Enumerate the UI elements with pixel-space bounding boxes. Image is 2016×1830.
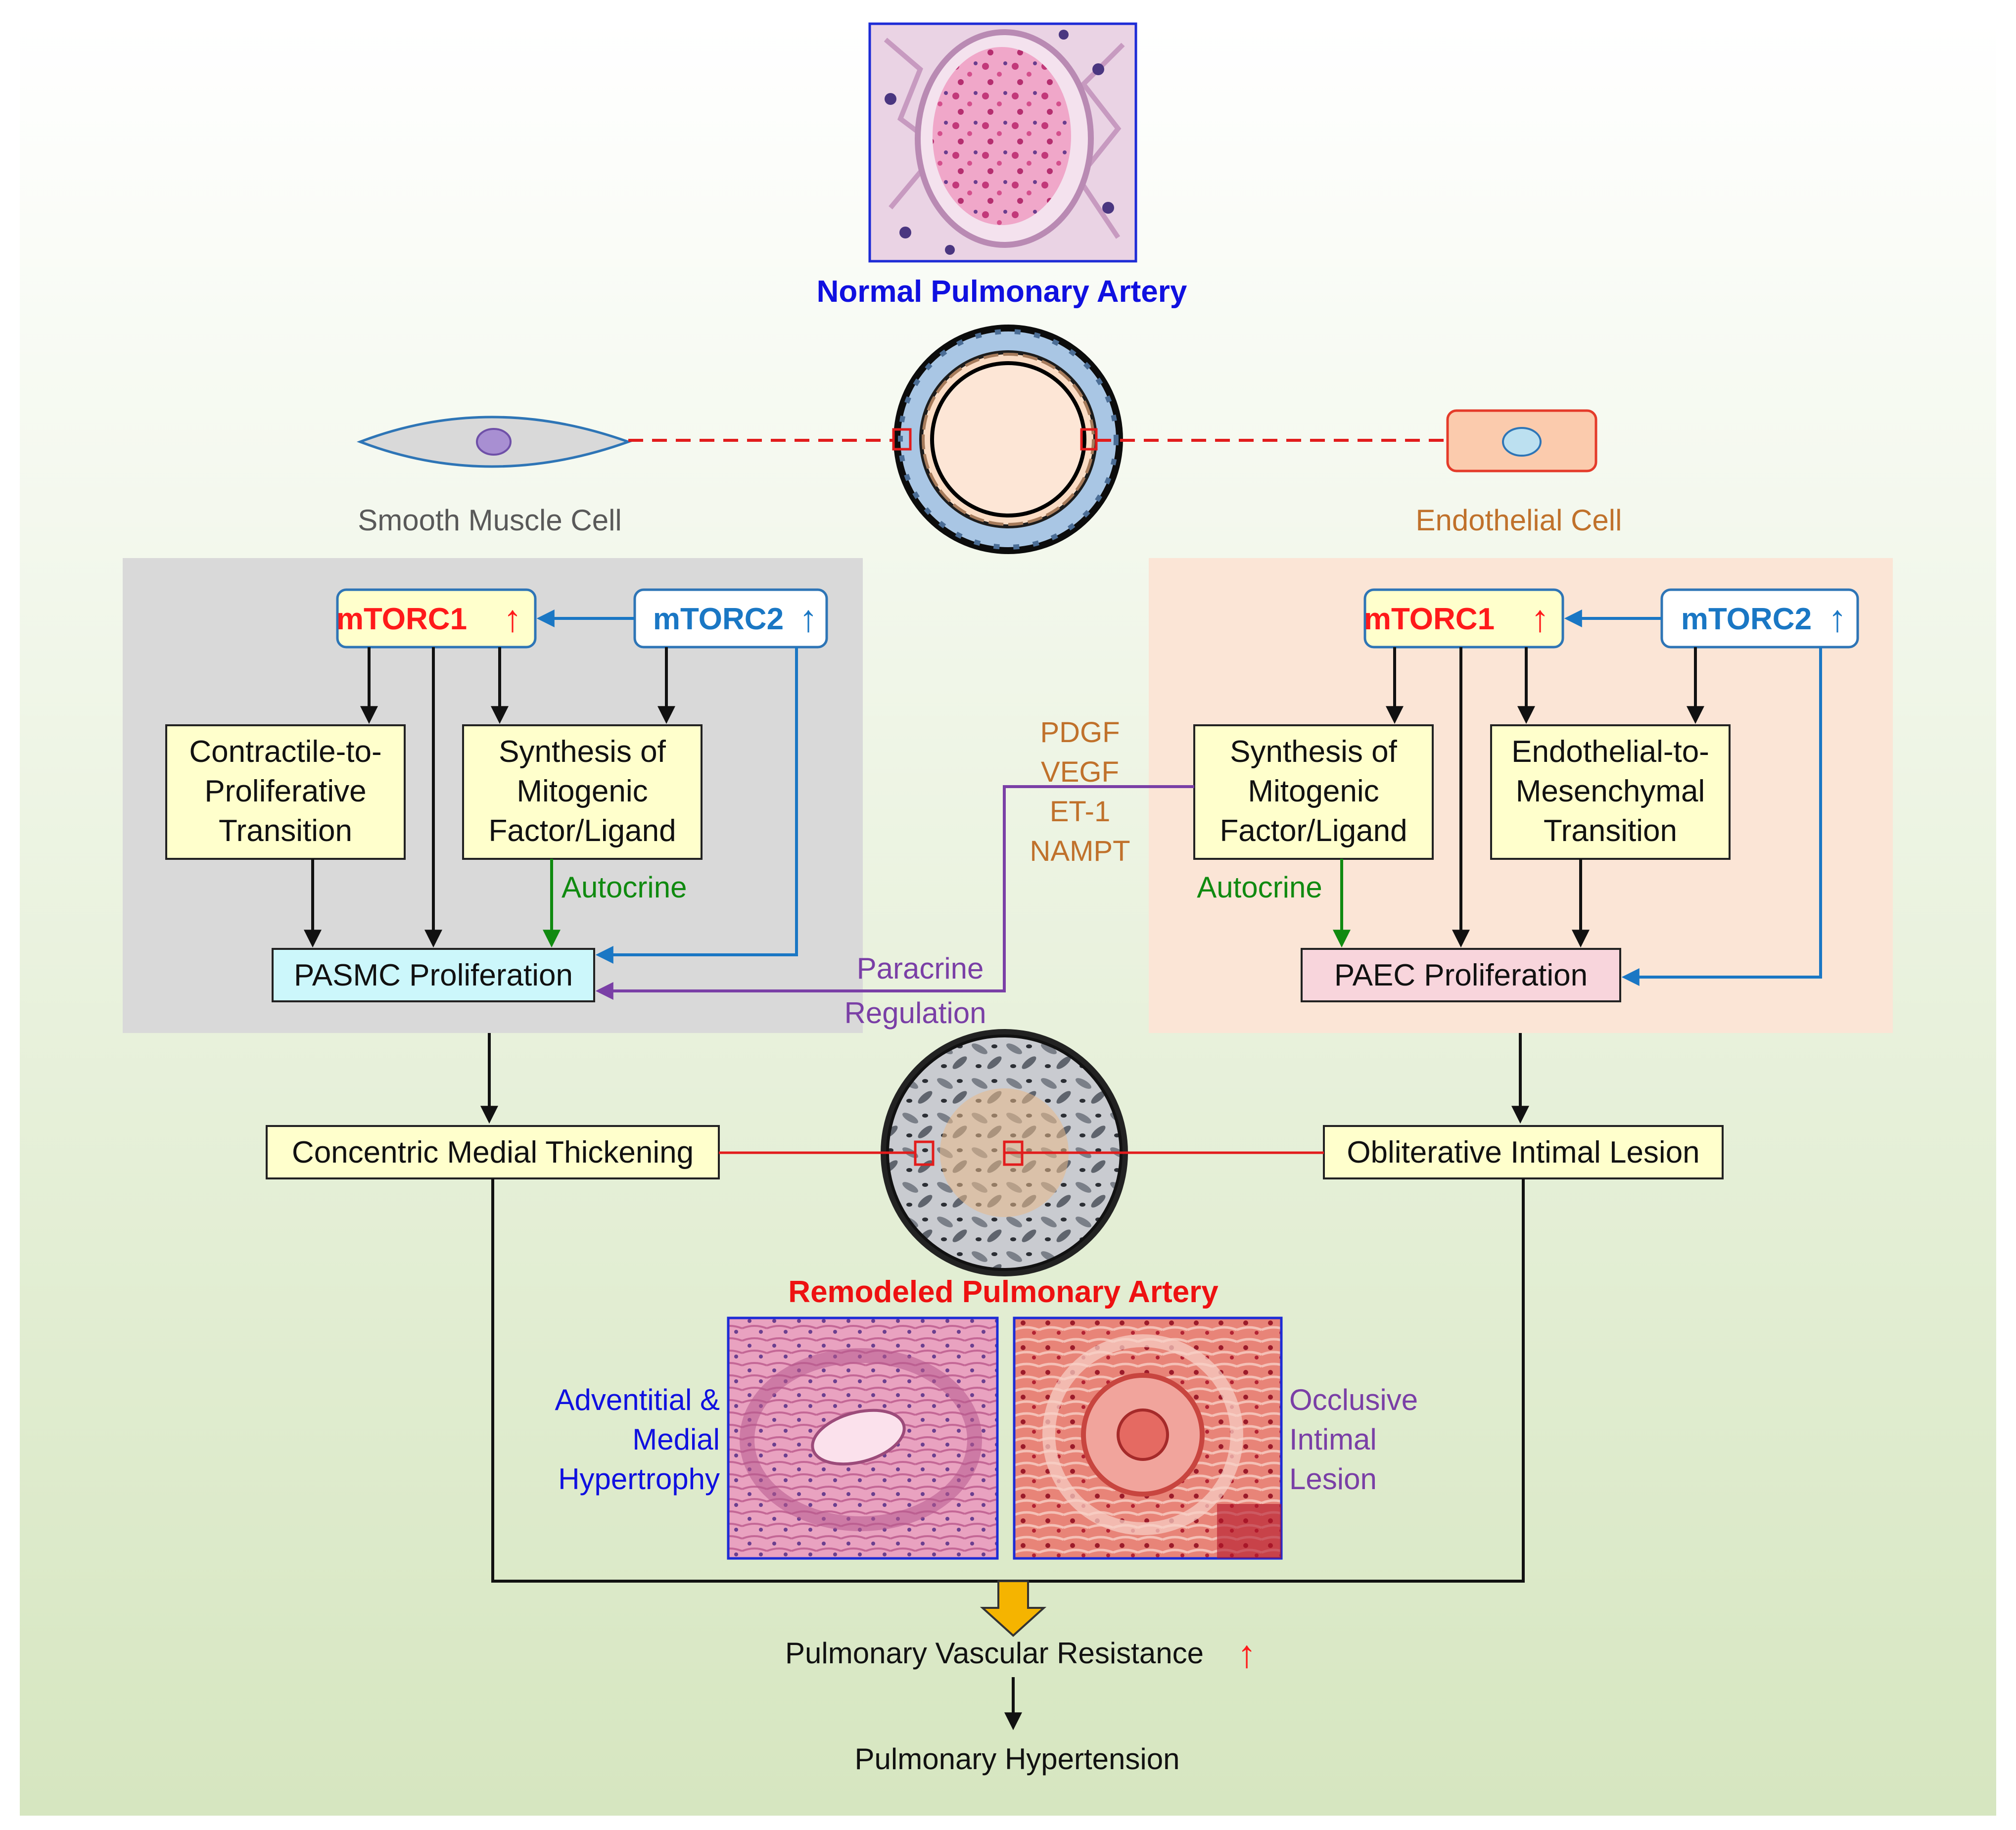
- normal-artery-histology-image: [868, 22, 1137, 263]
- paracrine-label-line1: Paracrine: [857, 952, 984, 985]
- paracrine-label-line2: Regulation: [844, 996, 986, 1030]
- ec-box2-line2: Mesenchymal: [1516, 774, 1705, 808]
- intimal-lesion-histology-image: [1013, 1316, 1283, 1560]
- pvr-label: Pulmonary Vascular Resistance: [785, 1637, 1204, 1670]
- concentric-medial-thickening-box: [266, 1125, 720, 1179]
- concentric-medial-thickening-label: Concentric Medial Thickening: [292, 1135, 694, 1170]
- medial-zoom-marker: [914, 1140, 935, 1166]
- ec-mtorc1-box: [1363, 588, 1564, 649]
- ec-box1-line1: Synthesis of: [1230, 735, 1398, 769]
- smc-mtorc1-label: mTORC1: [336, 602, 467, 636]
- intimal-zoom-marker: [1003, 1140, 1024, 1166]
- remodeled-left-line1: Adventitial &: [555, 1383, 720, 1416]
- smc-mtorc2-up-arrow: ↑: [799, 598, 818, 640]
- smooth-muscle-cell-label: Smooth Muscle Cell: [358, 504, 622, 537]
- ec-mtorc1-up-arrow: ↑: [1531, 598, 1549, 640]
- smc-mitogenic-factor-box: [462, 724, 703, 860]
- pulmonary-hypertension-label: Pulmonary Hypertension: [855, 1742, 1180, 1776]
- smc-autocrine-label: Autocrine: [562, 871, 687, 904]
- obliterative-intimal-lesion-box: [1323, 1125, 1724, 1179]
- pvr-block-arrow: [980, 1580, 1047, 1637]
- smc-contractile-transition-box: [165, 724, 406, 860]
- normal-artery-title: Normal Pulmonary Artery: [817, 275, 1187, 309]
- ec-nucleus-icon: [1502, 427, 1542, 457]
- endothelial-cell-label: Endothelial Cell: [1416, 504, 1622, 537]
- ec-endothelial-transition-box: [1490, 724, 1731, 860]
- remodeled-left-line3: Hypertrophy: [558, 1462, 720, 1496]
- remodeled-artery-title: Remodeled Pulmonary Artery: [788, 1275, 1219, 1309]
- factor-et1: ET-1: [1050, 796, 1111, 828]
- smc-nucleus-icon: [476, 428, 512, 456]
- ec-mtorc1-label: mTORC1: [1364, 602, 1495, 636]
- factor-vegf: VEGF: [1041, 756, 1119, 788]
- ec-mitogenic-factor-box: [1193, 724, 1434, 860]
- paec-proliferation-label: PAEC Proliferation: [1334, 958, 1588, 992]
- pvr-up-arrow: ↑: [1237, 1632, 1257, 1676]
- normal-artery-cross-section: [892, 325, 1123, 554]
- ec-box2-line1: Endothelial-to-: [1511, 735, 1709, 769]
- smc-mtorc2-label: mTORC2: [653, 602, 784, 636]
- pasmc-proliferation-box: [272, 948, 595, 1002]
- paracrine-arrow: [595, 785, 1194, 1000]
- smc-mtorc1-up-arrow: ↑: [503, 598, 522, 640]
- smc-box2-line3: Factor/Ligand: [488, 814, 676, 848]
- smc-box2-line2: Mitogenic: [516, 774, 648, 808]
- remodeled-right-line3: Lesion: [1289, 1462, 1377, 1496]
- smc-mtorc1-box: [336, 588, 537, 649]
- ec-box1-line3: Factor/Ligand: [1219, 814, 1407, 848]
- ec-box2-line3: Transition: [1544, 814, 1677, 848]
- ec-mtorc2-label: mTORC2: [1681, 602, 1812, 636]
- remodeled-right-line2: Intimal: [1289, 1423, 1377, 1456]
- smc-box1-line2: Proliferative: [204, 774, 366, 808]
- ec-box1-line2: Mitogenic: [1248, 774, 1379, 808]
- factor-nampt: NAMPT: [1030, 835, 1130, 867]
- smc-box1-line3: Transition: [219, 814, 352, 848]
- pasmc-proliferation-label: PASMC Proliferation: [294, 958, 573, 992]
- ec-arrows: [1333, 610, 1822, 986]
- smc-box1-line1: Contractile-to-: [189, 735, 381, 769]
- paec-proliferation-box: [1301, 948, 1621, 1002]
- smc-box2-line1: Synthesis of: [499, 735, 666, 769]
- remodeled-left-line2: Medial: [632, 1423, 720, 1456]
- ec-autocrine-label: Autocrine: [1197, 871, 1322, 904]
- medial-hypertrophy-histology-image: [727, 1316, 999, 1560]
- smc-arrows: [304, 610, 798, 964]
- remodeled-right-line1: Occlusive: [1289, 1383, 1418, 1416]
- ec-mtorc2-up-arrow: ↑: [1828, 598, 1847, 640]
- obliterative-intimal-lesion-label: Obliterative Intimal Lesion: [1347, 1135, 1699, 1170]
- factor-pdgf: PDGF: [1040, 716, 1120, 749]
